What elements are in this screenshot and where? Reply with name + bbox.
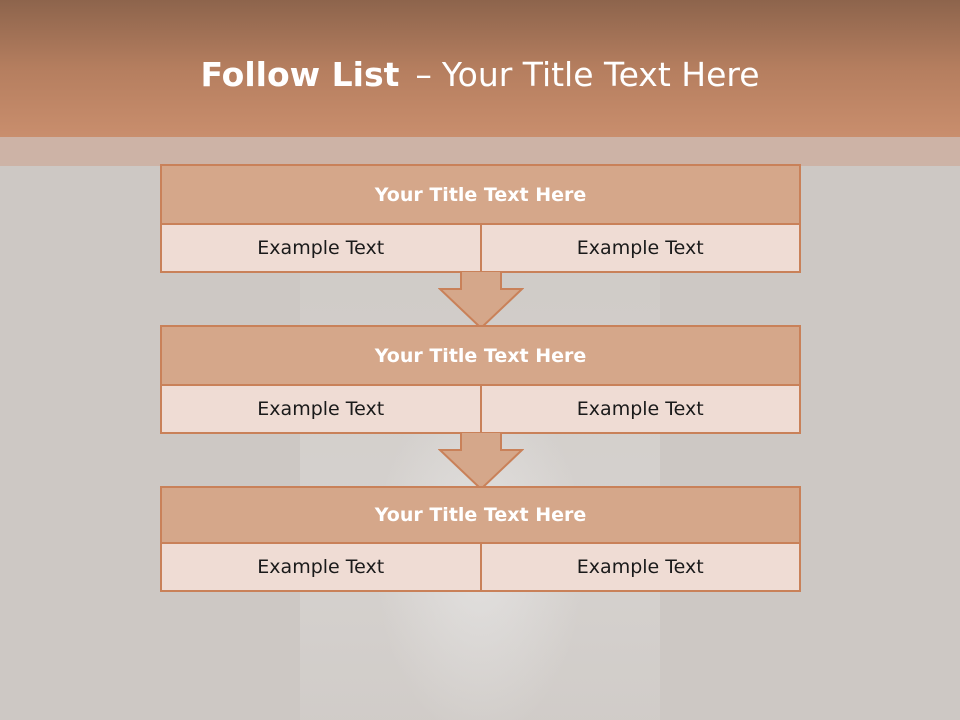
block-title: Your Title Text Here <box>162 488 799 544</box>
block-row: Example Text Example Text <box>162 225 799 271</box>
block-row: Example Text Example Text <box>162 386 799 432</box>
header-band <box>0 137 960 166</box>
block-cell-left: Example Text <box>162 544 480 590</box>
down-arrow-icon <box>438 432 524 490</box>
title-bold: Follow List <box>200 55 400 94</box>
block-cell-right: Example Text <box>479 386 799 432</box>
block-cell-left: Example Text <box>162 386 480 432</box>
down-arrow-icon <box>438 271 524 329</box>
block-cell-left: Example Text <box>162 225 480 271</box>
block-cell-right: Example Text <box>479 544 799 590</box>
block-cell-right: Example Text <box>479 225 799 271</box>
list-block-3: Your Title Text Here Example Text Exampl… <box>160 486 801 592</box>
block-title: Your Title Text Here <box>162 166 799 225</box>
slide-title: Follow List–Your Title Text Here <box>0 52 960 98</box>
title-bar: Follow List–Your Title Text Here <box>0 0 960 137</box>
title-rest: Your Title Text Here <box>441 55 760 94</box>
title-dash: – <box>415 55 432 94</box>
block-title: Your Title Text Here <box>162 327 799 386</box>
list-block-2: Your Title Text Here Example Text Exampl… <box>160 325 801 434</box>
block-row: Example Text Example Text <box>162 544 799 590</box>
list-block-1: Your Title Text Here Example Text Exampl… <box>160 164 801 273</box>
